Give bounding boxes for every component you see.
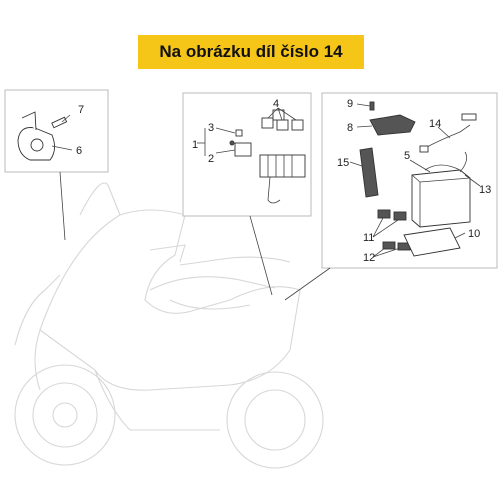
callout-6: 6: [76, 145, 82, 157]
part-number-banner: Na obrázku díl číslo 14: [138, 35, 364, 69]
callout-9: 9: [347, 98, 353, 110]
callout-3: 3: [208, 122, 214, 134]
callout-11: 11: [363, 232, 374, 244]
callout-2: 2: [208, 153, 214, 165]
relay-set-part: [261, 109, 304, 131]
callout-12: 12: [363, 252, 375, 264]
mat-part-10: [403, 227, 461, 257]
scooter-outline: [14, 182, 324, 469]
callout-10: 10: [468, 228, 480, 240]
bolt-part-7: [51, 116, 68, 129]
fuse-box-part: [259, 154, 306, 204]
pad-parts-11: [377, 209, 407, 221]
cable-part-14: [419, 113, 477, 153]
horn-group-box: [4, 89, 109, 173]
callout-4: 4: [273, 98, 279, 110]
battery-part-5: [411, 164, 471, 228]
screw-part-9: [369, 101, 375, 111]
strap-part-15: [359, 147, 379, 198]
callout-1: 1: [192, 139, 198, 151]
callout-7: 7: [78, 104, 84, 116]
callout-5: 5: [404, 150, 410, 162]
callout-15: 15: [337, 157, 349, 169]
small-relay-part: [229, 129, 252, 157]
horn-part: [17, 111, 55, 161]
bracket-part-8: [369, 114, 416, 136]
banner-text: Na obrázku díl číslo 14: [159, 42, 343, 61]
callout-8: 8: [347, 122, 353, 134]
callout-14: 14: [429, 118, 441, 130]
cable-part-13: [459, 151, 468, 173]
callout-13: 13: [479, 184, 491, 196]
